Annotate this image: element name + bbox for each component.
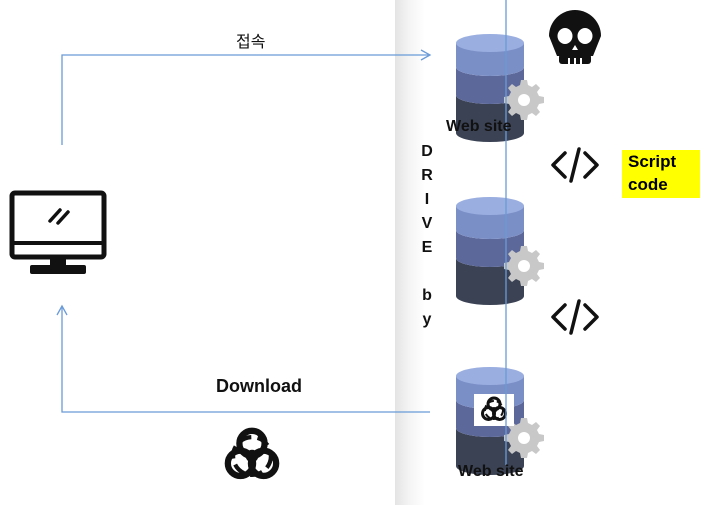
website-label-bottom: Web site: [458, 463, 524, 480]
biohazard-icon: [228, 431, 276, 476]
database-server-icon: [456, 197, 524, 305]
connect-label: 접속: [236, 32, 266, 51]
drive-by-panel: [395, 0, 720, 505]
code-tag-icon: [551, 299, 599, 335]
drive-by-letter: R: [421, 167, 433, 184]
code-tag-icon: [551, 147, 599, 183]
drive-by-letter: V: [421, 215, 433, 232]
download-arrow: [56, 304, 430, 413]
gear-icon: [504, 80, 544, 120]
website-label-top: Web site: [446, 118, 512, 135]
download-label: Download: [216, 376, 302, 396]
script-code-highlight: Script code: [622, 150, 700, 198]
gear-icon: [504, 246, 544, 286]
computer-monitor-icon: [9, 190, 107, 274]
drive-by-letter: I: [424, 191, 430, 208]
script-code-line: code: [628, 175, 668, 194]
skull-icon: [549, 10, 601, 64]
drive-by-letter: y: [422, 311, 432, 328]
script-code-line: Script: [628, 152, 677, 171]
drive-by-vertical-label: D R I V E b y: [416, 140, 438, 332]
drive-by-gap: [416, 260, 438, 284]
drive-by-letter: b: [422, 287, 432, 304]
drive-by-letter: D: [421, 143, 433, 160]
biohazard-icon: [474, 394, 514, 426]
drive-by-letter: E: [421, 239, 433, 256]
connect-arrow: [61, 49, 432, 145]
